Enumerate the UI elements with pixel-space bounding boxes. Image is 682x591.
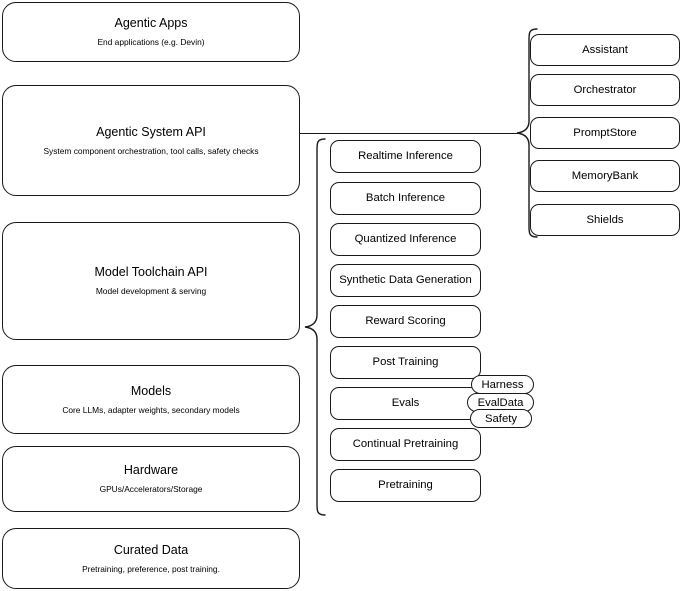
layer-subtitle: End applications (e.g. Devin) xyxy=(97,37,205,48)
layer-title: Agentic Apps xyxy=(114,16,188,31)
component-label: Orchestrator xyxy=(573,83,637,96)
capability-label: Batch Inference xyxy=(365,192,446,205)
capability-label: Continual Pretraining xyxy=(352,438,459,451)
layer-box-hardware[interactable]: Hardware GPUs/Accelerators/Storage xyxy=(2,446,300,512)
layer-title: Agentic System API xyxy=(96,124,206,139)
capability-label: Post Training xyxy=(372,356,439,369)
component-box-orchestrator[interactable]: Orchestrator xyxy=(530,74,680,106)
layer-title: Curated Data xyxy=(113,542,189,557)
capability-label: Quantized Inference xyxy=(354,233,457,246)
layer-title: Models xyxy=(130,383,172,398)
component-label: PromptStore xyxy=(573,126,637,139)
layer-box-models[interactable]: Models Core LLMs, adapter weights, secon… xyxy=(2,365,300,434)
layer-subtitle: System component orchestration, tool cal… xyxy=(43,145,259,156)
layer-subtitle: GPUs/Accelerators/Storage xyxy=(99,484,203,495)
layer-box-curated-data[interactable]: Curated Data Pretraining, preference, po… xyxy=(2,528,300,589)
layer-subtitle: Core LLMs, adapter weights, secondary mo… xyxy=(62,404,240,415)
layer-box-agentic-apps[interactable]: Agentic Apps End applications (e.g. Devi… xyxy=(2,2,300,62)
component-label: Assistant xyxy=(582,43,628,56)
capability-box-realtime-inference[interactable]: Realtime Inference xyxy=(330,140,481,173)
capability-box-quantized-inference[interactable]: Quantized Inference xyxy=(330,223,481,256)
eval-badge-label: EvalData xyxy=(477,396,524,409)
capability-box-synthetic-data-generation[interactable]: Synthetic Data Generation xyxy=(330,264,481,297)
layer-title: Hardware xyxy=(123,463,179,478)
layer-subtitle: Model development & serving xyxy=(95,286,207,297)
component-box-promptstore[interactable]: PromptStore xyxy=(530,117,680,149)
capability-label: Realtime Inference xyxy=(358,150,453,163)
component-box-shields[interactable]: Shields xyxy=(530,204,680,236)
capability-box-post-training[interactable]: Post Training xyxy=(330,346,481,379)
brace-system-components xyxy=(516,28,538,238)
component-box-assistant[interactable]: Assistant xyxy=(530,34,680,66)
layer-box-model-toolchain-api[interactable]: Model Toolchain API Model development & … xyxy=(2,222,300,340)
connector-system-api-to-components xyxy=(300,133,518,135)
capability-label: Evals xyxy=(391,397,420,410)
capability-label: Synthetic Data Generation xyxy=(339,274,472,287)
capability-box-evals[interactable]: Evals xyxy=(330,387,481,420)
component-label: Shields xyxy=(586,213,624,226)
capability-box-continual-pretraining[interactable]: Continual Pretraining xyxy=(330,428,481,461)
capability-label: Pretraining xyxy=(378,479,433,492)
layer-box-agentic-system-api[interactable]: Agentic System API System component orch… xyxy=(2,85,300,196)
layer-subtitle: Pretraining, preference, post training. xyxy=(82,563,220,574)
capability-box-batch-inference[interactable]: Batch Inference xyxy=(330,182,481,215)
eval-badge-harness[interactable]: Harness xyxy=(471,375,534,394)
eval-badge-label: Harness xyxy=(481,378,524,391)
capability-box-reward-scoring[interactable]: Reward Scoring xyxy=(330,305,481,338)
component-box-memorybank[interactable]: MemoryBank xyxy=(530,160,680,192)
capability-label: Reward Scoring xyxy=(365,315,446,328)
component-label: MemoryBank xyxy=(571,169,639,182)
brace-toolchain-capabilities xyxy=(304,138,326,516)
eval-badge-label: Safety xyxy=(484,412,518,425)
eval-badge-safety[interactable]: Safety xyxy=(470,409,532,428)
layer-title: Model Toolchain API xyxy=(94,265,208,280)
capability-box-pretraining[interactable]: Pretraining xyxy=(330,469,481,502)
